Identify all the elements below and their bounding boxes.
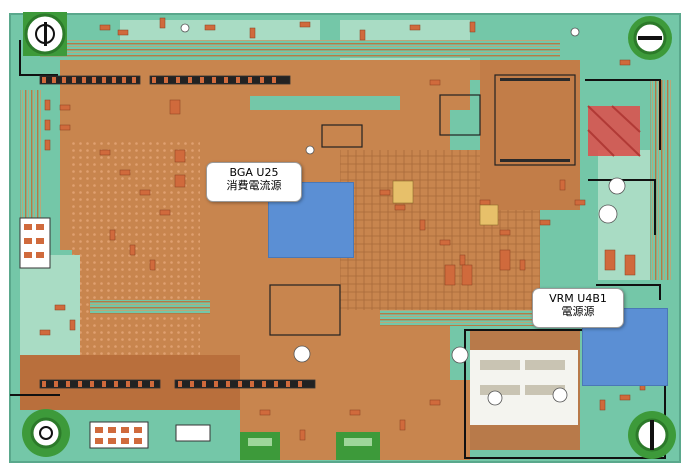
vrm-u4b1-callout: VRM U4B1 電源源	[532, 288, 624, 328]
copper-pour-left	[72, 140, 212, 360]
vrm-u4b1-label: VRM U4B1	[549, 292, 607, 305]
copper-pour-top	[60, 60, 560, 250]
mounting-hole-top-right	[628, 16, 672, 60]
vrm-u4b1-sublabel: 電源源	[561, 305, 595, 318]
bottom-connectors	[89, 421, 380, 460]
bga-u25-label: BGA U25	[229, 166, 279, 179]
bga-u25-sublabel: 消費電流源	[226, 179, 282, 192]
bga-u25-callout: BGA U25 消費電流源	[206, 162, 302, 202]
mounting-hole-bottom-right	[628, 411, 676, 459]
bga-u25-highlight	[268, 182, 354, 258]
mounting-hole-top-left	[23, 12, 67, 56]
mounting-hole-bottom-left	[22, 409, 70, 457]
